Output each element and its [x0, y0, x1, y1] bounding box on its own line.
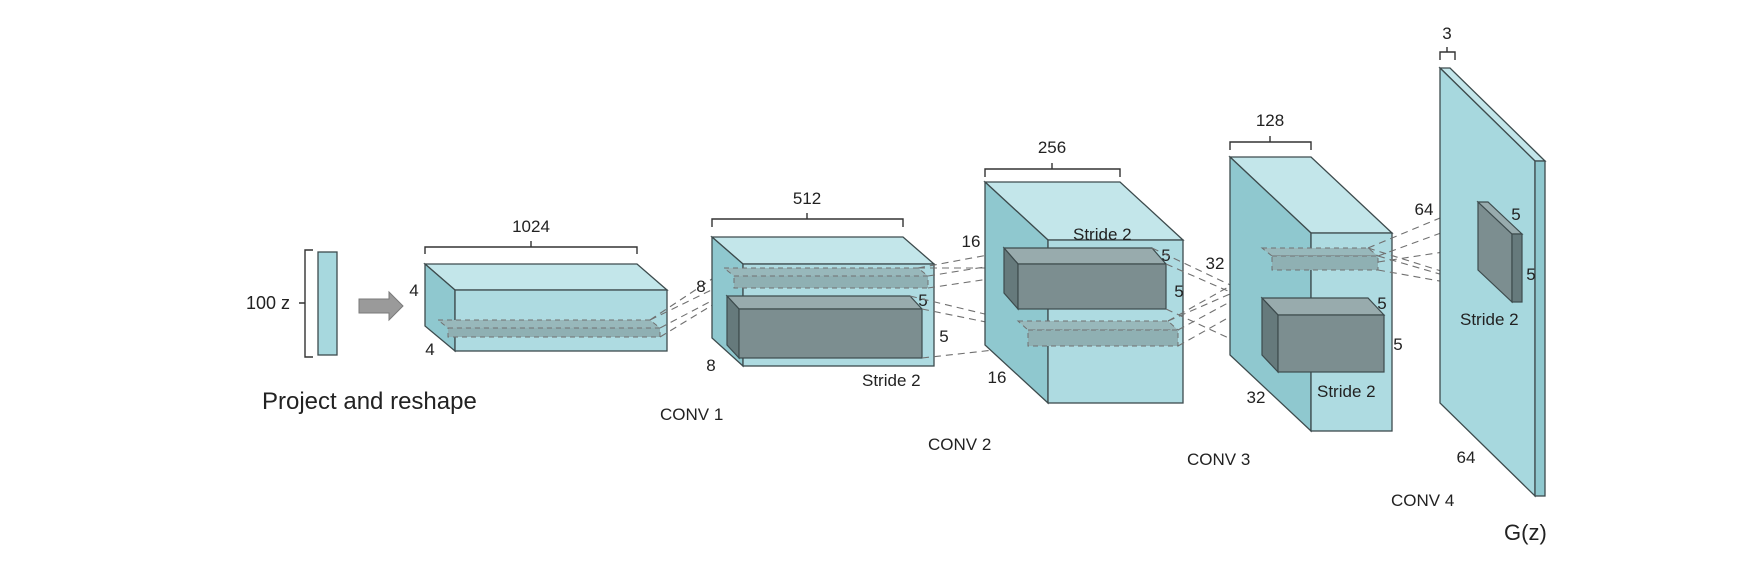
conv3-kernel-label-b: 5	[1393, 335, 1402, 354]
layer-project: 1024 4 4	[409, 217, 669, 359]
conv2-slab-front	[1027, 329, 1179, 347]
conv1-kernel-label-a: 5	[918, 291, 927, 310]
conv2-kernel-top	[1002, 247, 1168, 265]
conv4-label: CONV 4	[1391, 491, 1454, 510]
conv4-width-brace	[1439, 47, 1456, 60]
conv2-kernel-front	[1017, 263, 1167, 310]
layer-conv4: 3 64 64 5 5 Stride 2 CONV 4	[1391, 24, 1547, 510]
conv1-stride-label: Stride 2	[862, 371, 921, 390]
conv4-width-label: 3	[1442, 24, 1451, 43]
input-block: 100 z Project and reshape	[246, 249, 477, 415]
conv1-slab	[722, 267, 930, 277]
conv4-kernel-front	[1511, 233, 1523, 303]
conv1-width-label: 512	[793, 189, 821, 208]
conv1-height-label: 8	[696, 277, 705, 296]
input-caption: Project and reshape	[262, 388, 477, 415]
conv1-label: CONV 1	[660, 405, 723, 424]
project-slab-front	[447, 327, 661, 338]
layer-conv3: 128 32 32 5 5 Stride 2 CONV 3	[1187, 111, 1403, 469]
conv2-kernel-label-b: 5	[1174, 282, 1183, 301]
conv4-height-label: 64	[1415, 200, 1434, 219]
conv3-kernel-label-a: 5	[1377, 294, 1386, 313]
project-depth-label: 4	[425, 340, 434, 359]
project-width-brace	[424, 241, 638, 254]
conv2-depth-label: 16	[988, 368, 1007, 387]
conv4-kernel-label-b: 5	[1526, 265, 1535, 284]
project-height-label: 4	[409, 281, 418, 300]
conv2-stride-label: Stride 2	[1073, 225, 1132, 244]
conv2-width-label: 256	[1038, 138, 1066, 157]
input-label: 100 z	[246, 293, 290, 313]
conv3-width-brace	[1229, 136, 1312, 150]
conv1-depth-label: 8	[706, 356, 715, 375]
input-brace	[299, 249, 313, 358]
layer-conv2: 256 16 16 5 5 Stride 2 CONV 2	[928, 138, 1185, 454]
conv1-top-face	[710, 236, 936, 265]
conv3-kernel-front	[1277, 314, 1385, 373]
conv3-height-label: 32	[1206, 254, 1225, 273]
conv3-slab-front	[1271, 255, 1379, 271]
project-slab	[436, 319, 662, 329]
conv2-label: CONV 2	[928, 435, 991, 454]
conv1-kernel-front	[738, 308, 923, 359]
conv3-stride-label: Stride 2	[1317, 382, 1376, 401]
conv2-height-label: 16	[962, 232, 981, 251]
project-width-label: 1024	[512, 217, 550, 236]
conv4-kernel-label-a: 5	[1511, 205, 1520, 224]
conv4-depth-label: 64	[1457, 448, 1476, 467]
input-arrow-icon	[358, 290, 404, 322]
conv3-width-label: 128	[1256, 111, 1284, 130]
conv1-kernel-label-b: 5	[939, 327, 948, 346]
layer-conv1: 512 8 8 5 5 Stride 2 CONV 1	[660, 189, 949, 424]
conv4-front-face	[1534, 160, 1546, 497]
conv2-width-brace	[984, 163, 1121, 177]
project-top-face	[423, 263, 669, 291]
output-label: G(z)	[1504, 520, 1547, 545]
conv3-label: CONV 3	[1187, 450, 1250, 469]
conv3-depth-label: 32	[1247, 388, 1266, 407]
conv3-slab	[1260, 247, 1380, 257]
conv2-slab	[1016, 320, 1180, 331]
conv1-slab-front	[733, 275, 929, 289]
conv3-kernel-top	[1260, 297, 1386, 316]
conv4-stride-label: Stride 2	[1460, 310, 1519, 329]
conv1-kernel-top	[725, 295, 924, 310]
input-vector	[317, 251, 338, 356]
conv1-width-brace	[711, 213, 904, 227]
conv2-kernel-label-a: 5	[1161, 246, 1170, 265]
